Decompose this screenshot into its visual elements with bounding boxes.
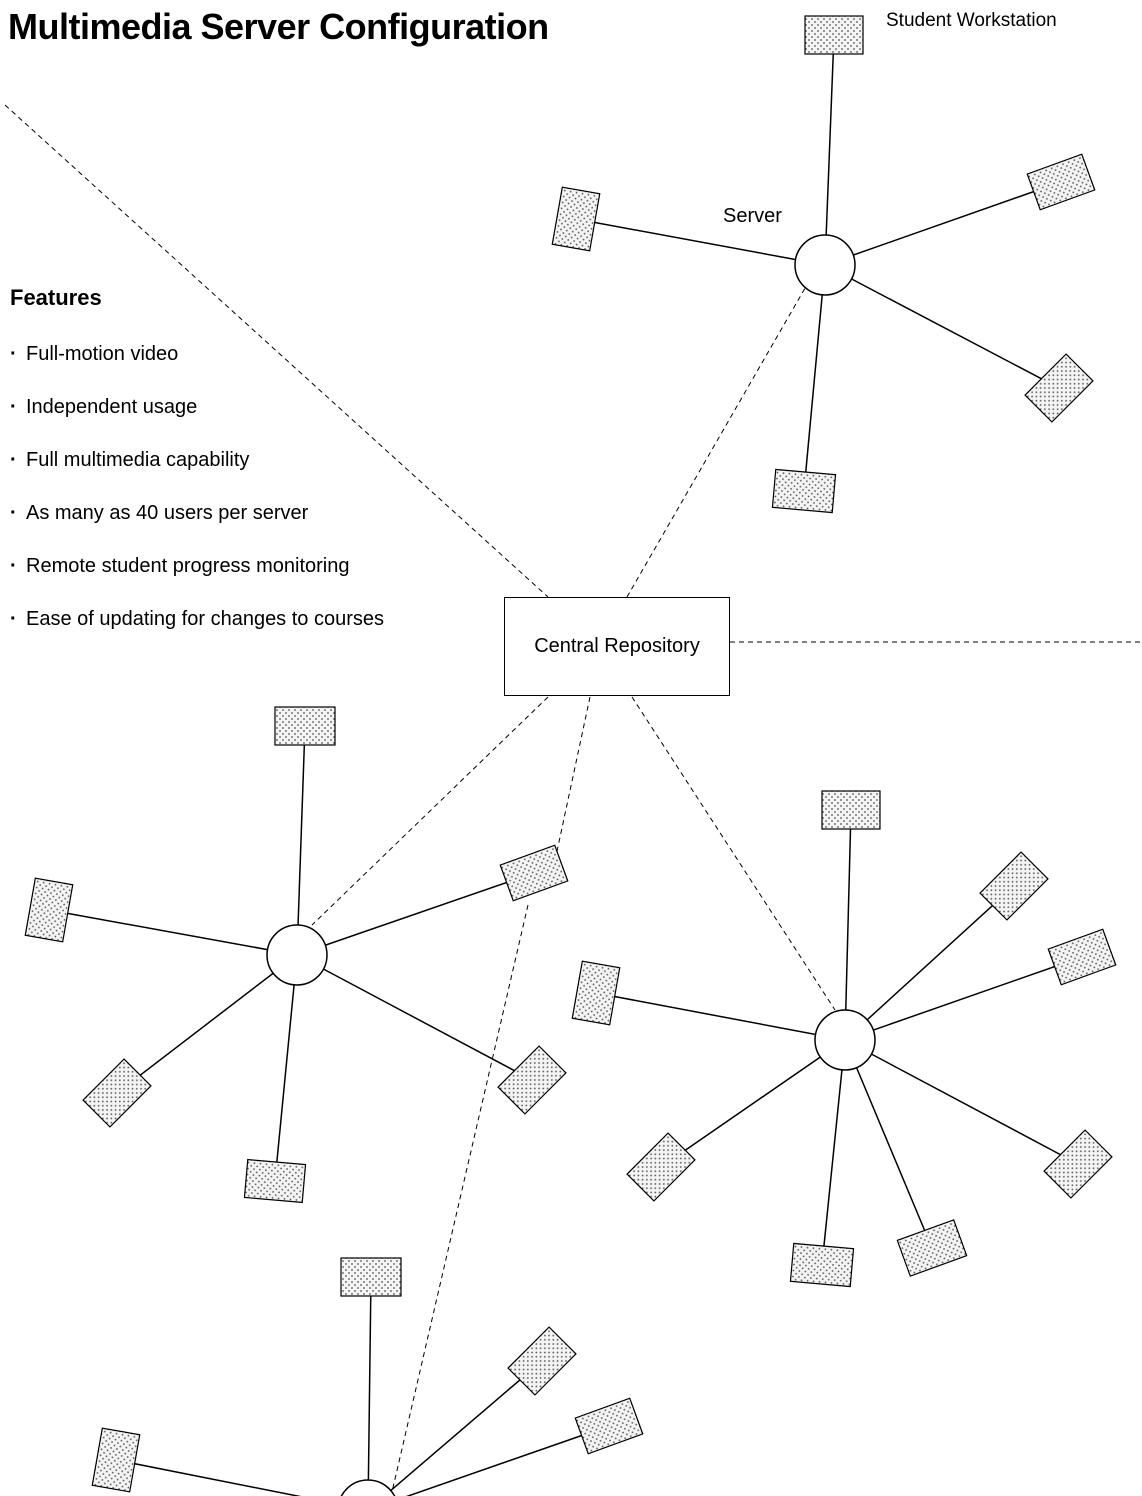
workstation-icon [497, 1045, 567, 1115]
server-spoke [821, 1039, 846, 1266]
repository-link [626, 282, 809, 598]
central-repository: Central Repository [504, 597, 730, 696]
server-spoke [660, 1039, 846, 1168]
workstation-icon [789, 1242, 855, 1288]
workstation-icon [551, 186, 601, 252]
repository-link [391, 904, 529, 1493]
workstation-icon [571, 960, 621, 1026]
workstation-icon [91, 1427, 141, 1493]
servers [266, 234, 876, 1496]
workstation-icon [804, 15, 864, 55]
workstation-icon [274, 706, 336, 746]
repository-link [631, 696, 836, 1011]
server-spoke [595, 992, 846, 1041]
workstation-icon [243, 1158, 307, 1204]
server-spoke [803, 264, 826, 492]
features-list: Full-motion video Independent usage Full… [10, 340, 384, 658]
server-spoke [405, 1425, 610, 1496]
server-spoke [575, 218, 826, 266]
server-spokes [48, 34, 1083, 1496]
server-spoke [115, 1459, 302, 1496]
feature-item: Independent usage [10, 393, 384, 446]
workstation-icon [979, 851, 1049, 921]
server-spoke [844, 885, 1015, 1041]
feature-item: As many as 40 users per server [10, 499, 384, 552]
central-repository-label: Central Repository [534, 635, 700, 657]
repository-links [4, 104, 1142, 1493]
server-icon [814, 1009, 876, 1071]
page-title: Multimedia Server Configuration [8, 6, 549, 47]
server-spoke [116, 954, 298, 1094]
workstation-icon [507, 1326, 577, 1396]
feature-item: Full-motion video [10, 340, 384, 393]
server-spoke [824, 264, 1060, 389]
workstation-legend-label: Student Workstation [886, 10, 1057, 31]
server-spoke [383, 1360, 543, 1496]
server-spoke [296, 872, 535, 956]
server-spoke [48, 909, 298, 956]
server-icon [794, 234, 856, 296]
workstation-icon [1024, 353, 1094, 423]
server-spoke [844, 1039, 933, 1249]
workstation-icon [821, 790, 881, 830]
workstation-icon [1043, 1129, 1113, 1199]
workstation-icon [771, 468, 837, 514]
server-spoke [844, 956, 1083, 1041]
workstation-icon [896, 1219, 968, 1277]
server-spoke [367, 1276, 372, 1496]
server-label: Server [723, 205, 782, 227]
server-spoke [296, 725, 306, 956]
repository-link [311, 696, 549, 926]
server-spoke [844, 809, 852, 1041]
server-spoke [844, 1039, 1079, 1165]
workstation-icon [1026, 153, 1096, 211]
workstations [24, 15, 1117, 1493]
server-icon [266, 924, 328, 986]
server-icon [340, 1479, 396, 1496]
server-spoke [274, 954, 298, 1182]
server-spoke [824, 34, 835, 266]
feature-item: Remote student progress monitoring [10, 552, 384, 605]
feature-item: Ease of updating for changes to courses [10, 605, 384, 658]
server-spoke [296, 954, 533, 1081]
features-heading: Features [10, 285, 102, 310]
workstation-icon [340, 1257, 402, 1297]
workstation-icon [626, 1132, 696, 1202]
feature-item: Full multimedia capability [10, 446, 384, 499]
server-spoke [824, 181, 1062, 266]
workstation-icon [499, 844, 569, 902]
workstation-icon [574, 1397, 644, 1455]
repository-link [552, 696, 591, 871]
workstation-icon [24, 877, 74, 943]
workstation-icon [1047, 928, 1117, 986]
workstation-icon [82, 1058, 152, 1128]
